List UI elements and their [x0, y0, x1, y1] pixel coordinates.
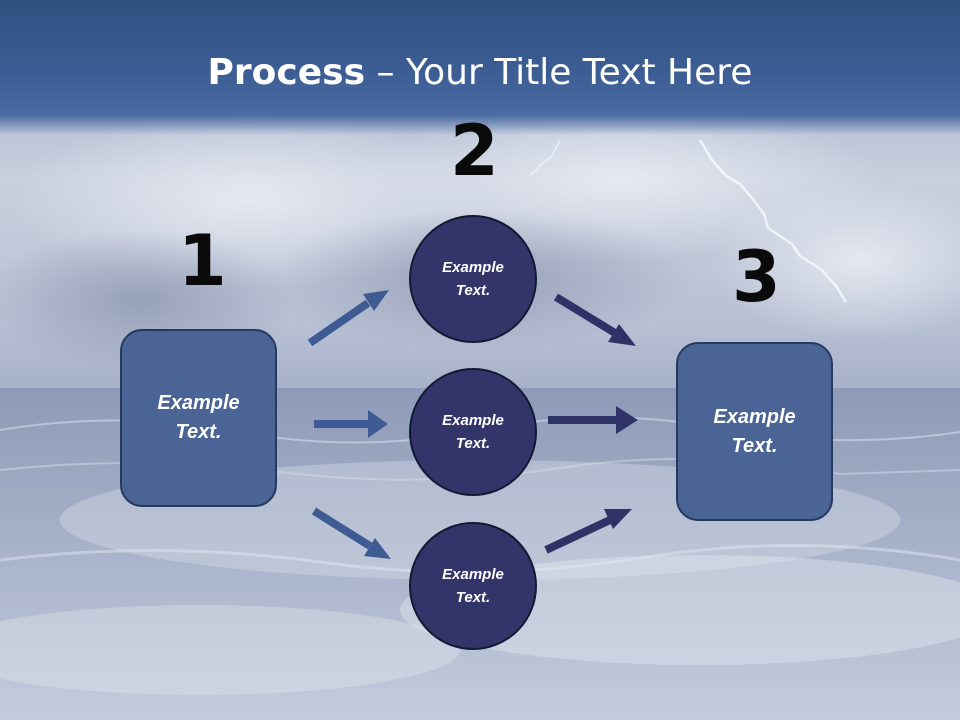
step-2-circle-top[interactable]: Example Text. [409, 215, 537, 343]
step-2-circle-middle[interactable]: Example Text. [409, 368, 537, 496]
arrow-up-left [307, 290, 389, 347]
step-1-box[interactable]: Example Text. [120, 329, 277, 507]
step-3-box[interactable]: Example Text. [676, 342, 833, 521]
circle-top-label: Example Text. [442, 259, 504, 299]
circle-bottom-label: Example Text. [442, 566, 504, 606]
arrow-right-left [314, 410, 388, 438]
step-3-label: Example Text. [713, 405, 796, 457]
step-1-label: Example Text. [157, 392, 240, 443]
step-2-circle-bottom[interactable]: Example Text. [409, 522, 537, 650]
title-bold: Process [207, 52, 366, 93]
arrow-up-right [544, 509, 632, 554]
title-band [0, 0, 960, 135]
step-number-3: 3 [732, 236, 781, 318]
slide-title: Process – Your Title Text Here [0, 52, 960, 93]
circle-middle-label: Example Text. [442, 412, 504, 452]
arrow-down-right [553, 293, 636, 346]
arrow-right-right [548, 406, 638, 434]
title-rest: – Your Title Text Here [365, 52, 753, 93]
arrow-down-left [311, 507, 391, 559]
step-number-2: 2 [450, 110, 499, 192]
step-number-1: 1 [178, 220, 227, 302]
